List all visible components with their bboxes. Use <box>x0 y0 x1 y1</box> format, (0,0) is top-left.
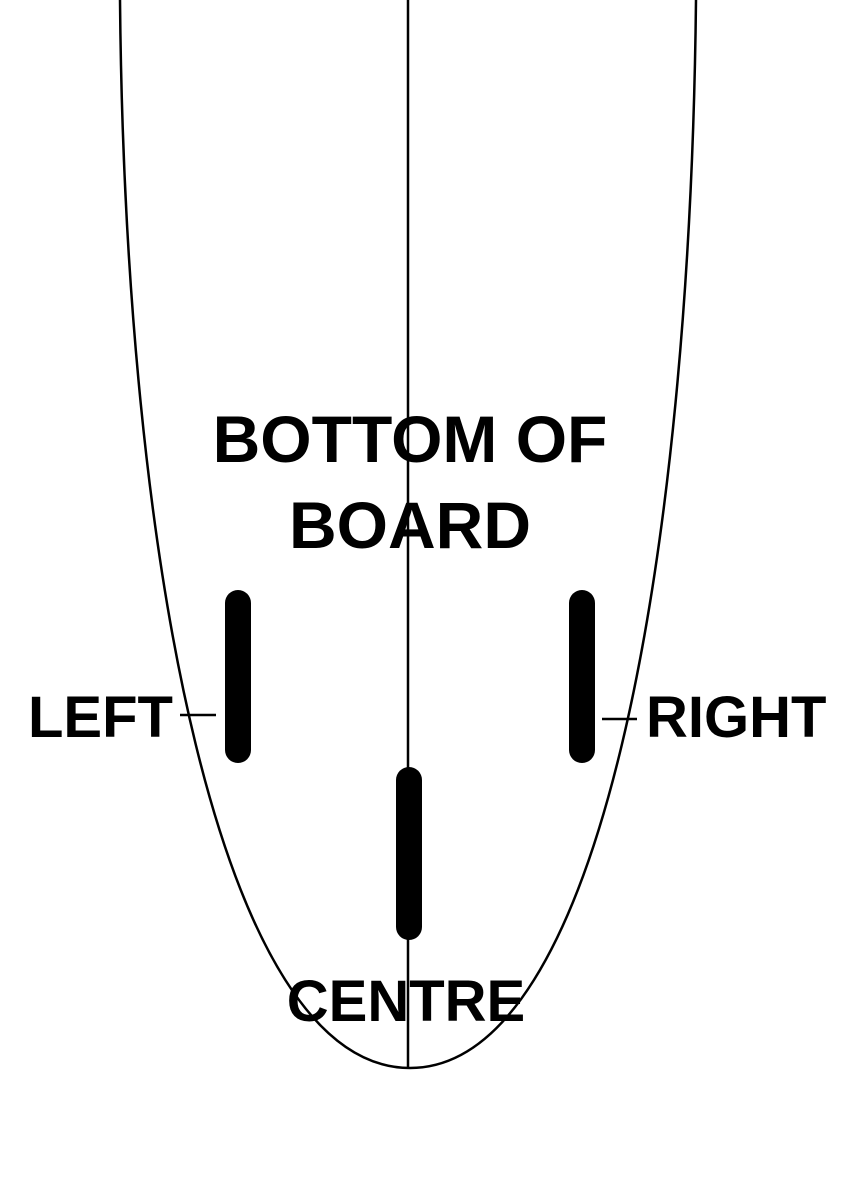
left-fin-label: LEFT <box>28 685 173 750</box>
diagram-title-line-2: BOARD <box>289 488 531 562</box>
centre-fin-label: CENTRE <box>286 969 526 1034</box>
board-outline <box>118 0 698 1070</box>
right-fin-label: RIGHT <box>646 685 827 750</box>
diagram-title-line-1: BOTTOM OF <box>212 402 608 476</box>
